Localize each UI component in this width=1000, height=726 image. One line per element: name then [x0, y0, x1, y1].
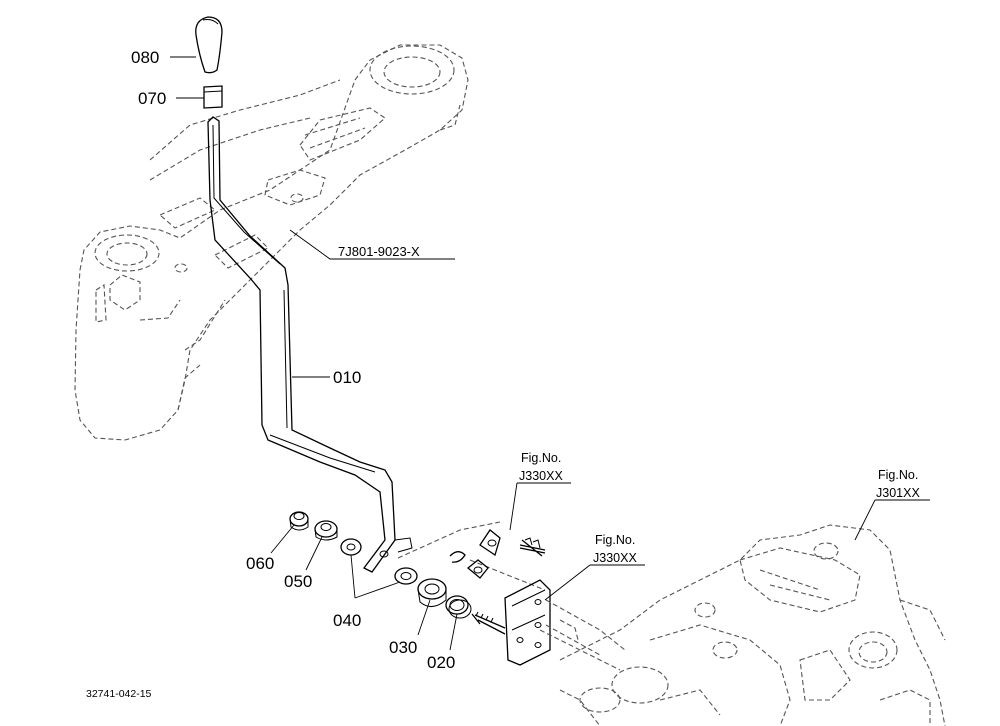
bushing-030	[417, 578, 447, 607]
housing-cover	[74, 44, 469, 441]
lever-010	[207, 116, 413, 573]
knob-080	[195, 16, 223, 74]
fig-ref-3-code: J301XX	[876, 486, 920, 500]
label-080: 080	[131, 48, 159, 67]
spring-020	[445, 595, 472, 619]
washer-040b	[394, 567, 418, 585]
leader-lines	[170, 56, 930, 651]
fig-ref-2-code: J330XX	[593, 551, 637, 565]
label-060: 060	[246, 554, 274, 573]
label-040: 040	[333, 611, 361, 630]
linkage-assembly	[397, 521, 626, 671]
label-050: 050	[284, 572, 312, 591]
drawing-id: 32741-042-15	[86, 688, 152, 700]
label-010: 010	[333, 368, 361, 387]
fig-ref-1-code: J330XX	[519, 469, 563, 483]
washer-050	[314, 520, 338, 541]
fig-ref-1-prefix: Fig.No.	[521, 451, 561, 465]
washer-040a	[340, 538, 362, 556]
label-030: 030	[389, 638, 417, 657]
fig-ref-3-prefix: Fig.No.	[878, 468, 918, 482]
label-070: 070	[138, 89, 166, 108]
fig-ref-2-prefix: Fig.No.	[595, 533, 635, 547]
sleeve-070	[203, 85, 223, 109]
bushing-060	[289, 511, 309, 531]
transmission-housing	[559, 524, 946, 726]
label-020: 020	[427, 653, 455, 672]
label-reference-part: 7J801-9023-X	[338, 244, 420, 259]
